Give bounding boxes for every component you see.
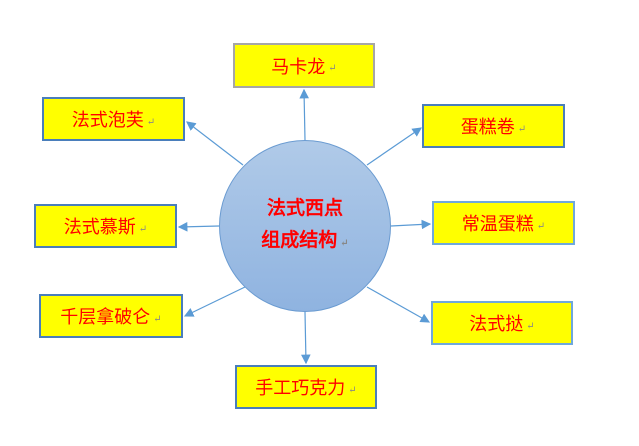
node-cake: 常温蛋糕↵	[432, 201, 575, 245]
node-chocolate: 手工巧克力↵	[235, 365, 377, 409]
center-line2: 组成结构↵	[261, 224, 348, 260]
node-tart: 法式挞↵	[431, 301, 573, 345]
arrow-to-cake	[390, 219, 432, 230]
node-macaron: 马卡龙↵	[233, 43, 375, 88]
center-line2-text: 组成结构	[261, 229, 338, 251]
node-label: 法式泡芙	[71, 110, 144, 131]
return-mark: ↵	[348, 384, 357, 396]
node-puff: 法式泡芙↵	[42, 97, 185, 141]
arrow-to-macaron	[299, 88, 309, 141]
node-label: 常温蛋糕	[461, 214, 534, 235]
node-label: 千层拿破仑	[60, 307, 151, 328]
return-mark: ↵	[138, 223, 148, 235]
return-mark: ↵	[536, 220, 546, 232]
node-label: 法式慕斯	[63, 217, 136, 238]
node-label: 手工巧克力	[255, 378, 346, 399]
node-label: 法式挞	[469, 314, 524, 335]
arrow-to-puff	[186, 121, 244, 166]
arrow-to-chocolate	[301, 311, 311, 365]
return-mark: ↵	[146, 116, 156, 128]
node-label: 马卡龙	[271, 56, 326, 78]
return-mark: ↵	[517, 123, 527, 135]
arrow-to-napoleon	[183, 286, 246, 317]
node-roll: 蛋糕卷↵	[422, 104, 565, 148]
arrow-to-tart	[366, 286, 431, 323]
arrow-to-roll	[366, 127, 422, 166]
return-mark: ↵	[153, 313, 162, 325]
node-label: 蛋糕卷	[460, 117, 515, 138]
center-line1: 法式西点	[266, 197, 343, 219]
node-napoleon: 千层拿破仑↵	[39, 294, 183, 338]
return-mark: ↵	[340, 238, 349, 249]
center-node: 法式西点 组成结构↵	[219, 140, 391, 312]
return-mark: ↵	[328, 63, 337, 74]
return-mark: ↵	[526, 320, 535, 332]
arrow-to-mousse	[177, 221, 220, 232]
node-mousse: 法式慕斯↵	[34, 204, 177, 248]
